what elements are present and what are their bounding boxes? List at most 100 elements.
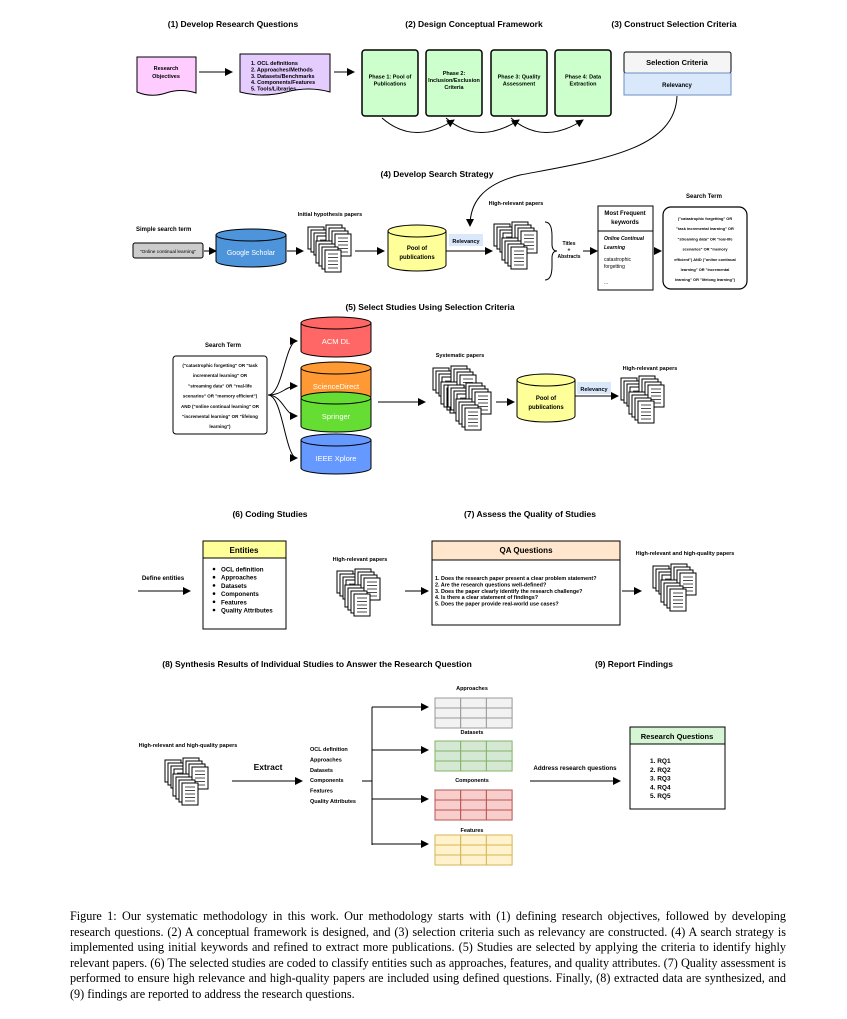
s4-scholar-body [215,234,287,268]
s2-phase-4-text-1: Phase 4: Data [565,75,602,81]
s7-questions-box [431,559,621,626]
s4-keyword-2: Learning [604,245,625,251]
s7-high-stack-docb-3 [353,593,371,617]
s8-table-4-cell [485,834,513,846]
s6-define: Define entities [142,575,185,582]
s3-item: Relevancy [662,83,692,89]
s8-table-label-1: Approaches [456,686,488,692]
s5-search-term-6: "incremental learning" OR "lifelong [182,414,258,419]
s8-extract: Extract [254,762,283,772]
s5-db-1-body [300,322,372,358]
s8-address: Address research questions [533,765,617,772]
s8-table-4-cell [434,844,462,856]
s2-loop-arrow-2 [445,117,520,133]
s9-rq-3: 3. RQ3 [650,776,671,783]
s2-phase-2-text-2: Inclusion/Exclusion [428,78,480,84]
s4-pool-text-2: publications [399,255,435,261]
s9-rq-1: 1. RQ1 [650,758,671,765]
s6-bullet-1 [212,567,216,571]
s8-table-3-cell [434,799,462,811]
s2-phase-3-text-2: Assessment [503,82,536,88]
s5-pool-body [516,379,576,423]
s4-relevancy: Relevancy [452,239,480,245]
s5-db-2-top [300,361,372,375]
s8-table-1-cell [460,697,487,709]
s8-input-stack-docb-3 [181,782,199,806]
s8-table-2-cell [460,760,487,772]
s5-fan-arrow-1 [267,337,298,396]
s5-db-1: ACM DL [300,316,372,358]
s5-systematic-label: Systematic papers [436,353,485,359]
s8-table-2-cell [460,750,487,762]
s4-pool-text-1: Pool of [407,246,428,252]
s6-item-6: Quality Attributes [221,608,273,615]
s5-db-3-body [300,397,372,433]
title-s6: (6) Coding Studies [232,509,307,519]
s5-search-term-1: ("catastrophic forgetting" OR "task [182,363,258,368]
s4-keywords-box [597,205,654,291]
s4-pool-body [387,230,447,272]
s8-entity-6: Quality Attributes [310,799,356,805]
s8-table-4-cell [485,854,513,866]
s4-keyword-1: Online Continual [604,236,645,242]
s5-search-term-2: incremental learning" OR [193,373,248,378]
s4-search-term-3: "streaming data" OR "real-life [677,236,733,241]
s4-titles-1: Titles [563,241,576,247]
s8-table-3-cell [460,789,487,801]
s3-to-s4-arrow [466,95,678,227]
s5-fan-arrow-3 [267,394,298,420]
s1-questions-doc [239,53,331,96]
s8-bracket [362,707,373,845]
s6-header: Entities [230,546,259,555]
s8-table-3-cell [485,809,513,821]
s4-scholar: Google Scholar [215,228,287,268]
s2-phase-2 [425,49,483,117]
s5-pool [516,373,576,423]
s8-table-4-cell [434,834,462,846]
s4-titles-2: + [568,248,571,254]
s8-table-2-cell [434,740,462,752]
s2-phase-4 [554,49,612,117]
s2-loop-arrow-1 [381,117,455,133]
s4-titles-3: Abstracts [557,254,580,260]
s5-db-4-body [300,439,372,475]
s2-phase-4-text-2: Extraction [570,82,598,88]
title-s2: (2) Design Conceptual Framework [405,19,543,29]
s4-simple-label: Simple search term [136,227,191,233]
s6-list-box [202,557,287,630]
s8-table-1-cell [434,697,462,709]
s1-list-4: 4. Components/Features [251,80,315,86]
s2-phase-1 [361,49,419,117]
s7-question-3: 3. Does the paper clearly identify the r… [435,589,582,595]
s8-entity-2: Approaches [310,757,342,763]
s8-table-2-cell [485,740,513,752]
s6-item-2: Approaches [221,575,257,582]
s5-db-3: Springer [300,391,372,433]
s8-table-label-3: Components [455,778,489,784]
s5-fan-arrow-4 [267,394,298,462]
s8-table-3-cell [485,789,513,801]
s8-table-2-cell [434,760,462,772]
s4-pool-top [387,224,447,238]
s4-search-box [662,206,748,290]
s4-relevancy-box [449,234,483,246]
s9-rq-4: 4. RQ4 [650,784,671,791]
s8-table-label-2: Datasets [461,730,484,736]
s4-keyword-5: ... [604,280,608,286]
s7-question-1: 1. Does the research paper present a cle… [435,576,596,582]
title-s8: (8) Synthesis Results of Individual Stud… [162,659,472,669]
s5-db-1-label: ACM DL [322,337,350,346]
s5-search-term-3: "streaming data" OR "real-life [188,383,252,388]
s7-question-5: 5. Does the paper provide real-world use… [435,602,559,608]
s8-table-1-cell [460,717,487,729]
s5-pool-text-2: publications [528,405,564,411]
s8-table-2-cell [460,740,487,752]
s2-phase-3-text-1: Phase 3: Quality [498,75,542,81]
s7-out-label: High-relevant and high-quality papers [636,551,735,557]
s4-keyword-3: catastrophic [604,257,631,263]
s6-bullet-5 [212,600,216,604]
title-s5: (5) Select Studies Using Selection Crite… [345,302,514,312]
s6-bullet-6 [212,608,216,612]
s6-item-5: Features [221,599,247,606]
s1-list-1: 1. OCL definitions [251,61,298,67]
